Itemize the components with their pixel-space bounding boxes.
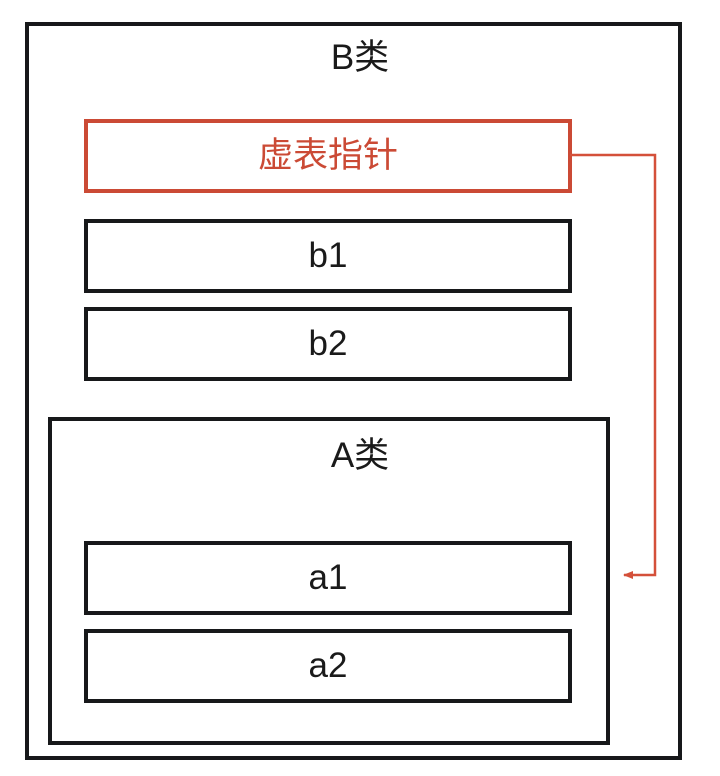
slot-a2: a2: [84, 629, 572, 703]
slot-label-b2: b2: [308, 324, 348, 363]
class-title-b: B类: [330, 38, 390, 77]
slot-b1: b1: [84, 219, 572, 293]
slot-label-a1: a1: [308, 558, 348, 597]
slot-label-b1: b1: [308, 236, 348, 275]
slot-a1: a1: [84, 541, 572, 615]
slot-label-vtable-pointer: 虚表指针: [257, 136, 398, 175]
class-title-a: A类: [330, 436, 390, 475]
slot-label-a2: a2: [308, 646, 348, 685]
slot-vtable-pointer: 虚表指针: [84, 119, 572, 193]
slot-b2: b2: [84, 307, 572, 381]
